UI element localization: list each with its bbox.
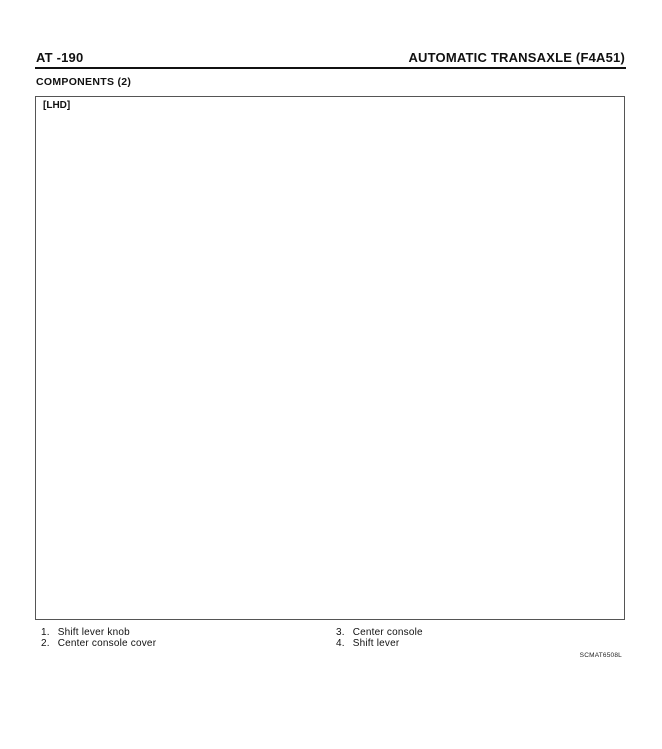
legend-num: 4. <box>336 638 345 649</box>
legend-label: Center console <box>352 627 423 638</box>
figure-code: SCMAT6508L <box>579 652 622 659</box>
legend-item-3: 3. Center console <box>336 627 423 638</box>
legend-num: 2. <box>41 638 50 649</box>
legend-item-4: 4. Shift lever <box>336 638 399 649</box>
legend-label: Center console cover <box>57 638 157 649</box>
legend-label: Shift lever <box>352 638 400 649</box>
legend-item-2: 2. Center console cover <box>41 638 156 649</box>
figure-frame <box>35 96 625 620</box>
legend-item-1: 1. Shift lever knob <box>41 627 130 638</box>
legend-label: Shift lever knob <box>57 627 130 638</box>
section-title: AUTOMATIC TRANSAXLE (F4A51) <box>408 50 625 65</box>
section-heading: COMPONENTS (2) <box>36 76 132 88</box>
figure-tag: [LHD] <box>43 100 71 111</box>
page-code: AT -190 <box>36 50 84 65</box>
legend-num: 1. <box>41 627 50 638</box>
header-rule <box>35 67 626 69</box>
legend-num: 3. <box>336 627 345 638</box>
